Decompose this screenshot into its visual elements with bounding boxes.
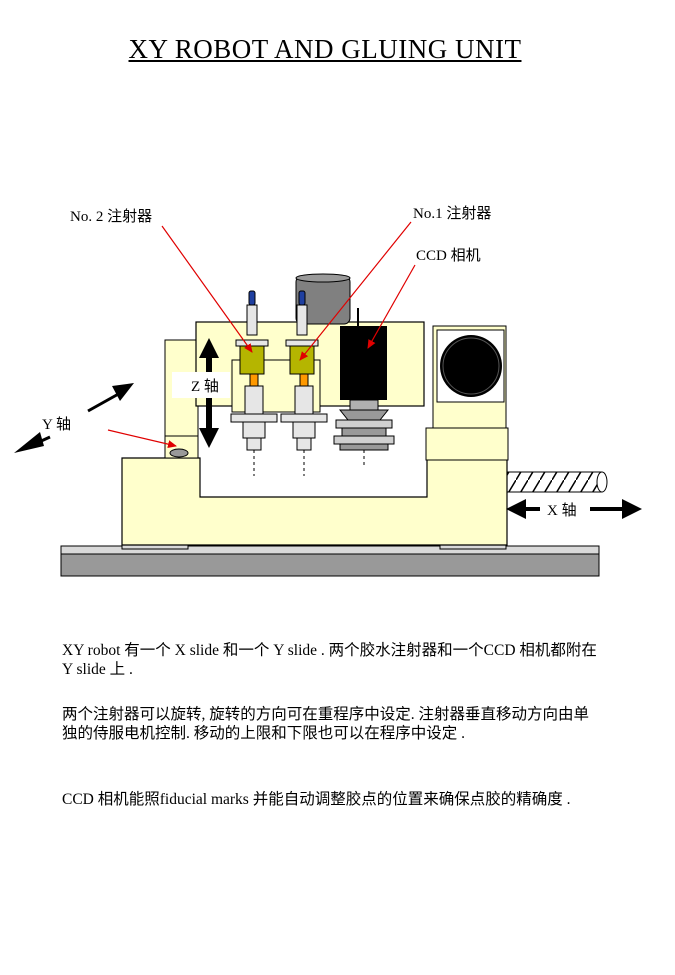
base-plate — [60, 540, 600, 577]
x-axis-label: X 轴 — [547, 502, 577, 519]
y-slide-knob — [169, 448, 189, 458]
x-axis-arrow — [506, 499, 642, 519]
no2-syringe-label: No. 2 注射器 — [70, 208, 152, 225]
no1-syringe-label: No.1 注射器 — [413, 205, 491, 222]
page-title: XY ROBOT AND GLUING UNIT — [128, 34, 522, 64]
paragraph-xy-robot: XY robot 有一个 X slide 和一个 Y slide . 两个胶水注… — [62, 642, 597, 678]
z-motor — [295, 273, 351, 325]
paragraph-ccd: CCD 相机能照fiducial marks 并能自动调整胶点的位置来确保点胶的… — [62, 791, 571, 808]
ccd-camera-label: CCD 相机 — [416, 247, 481, 264]
leader-lines — [107, 221, 416, 449]
ccd-camera — [333, 308, 395, 468]
y-axis-arrow — [14, 383, 134, 453]
x-slide-frame — [121, 457, 508, 546]
z-axis-label: Z 轴 — [191, 378, 219, 395]
syringe-no1 — [280, 290, 328, 476]
robot-diagram: Z 轴 Y 轴 X 轴 No. 2 注射器 No.1 注射器 CCD 相机 — [14, 205, 642, 577]
y-axis-label: Y 轴 — [42, 416, 71, 433]
paragraph-syringes: 两个注射器可以旋转, 旋转的方向可在重程序中设定. 注射器垂直移动方向由单独的侍… — [62, 706, 590, 742]
right-mount — [425, 427, 509, 461]
x-ball-screw — [506, 471, 608, 493]
